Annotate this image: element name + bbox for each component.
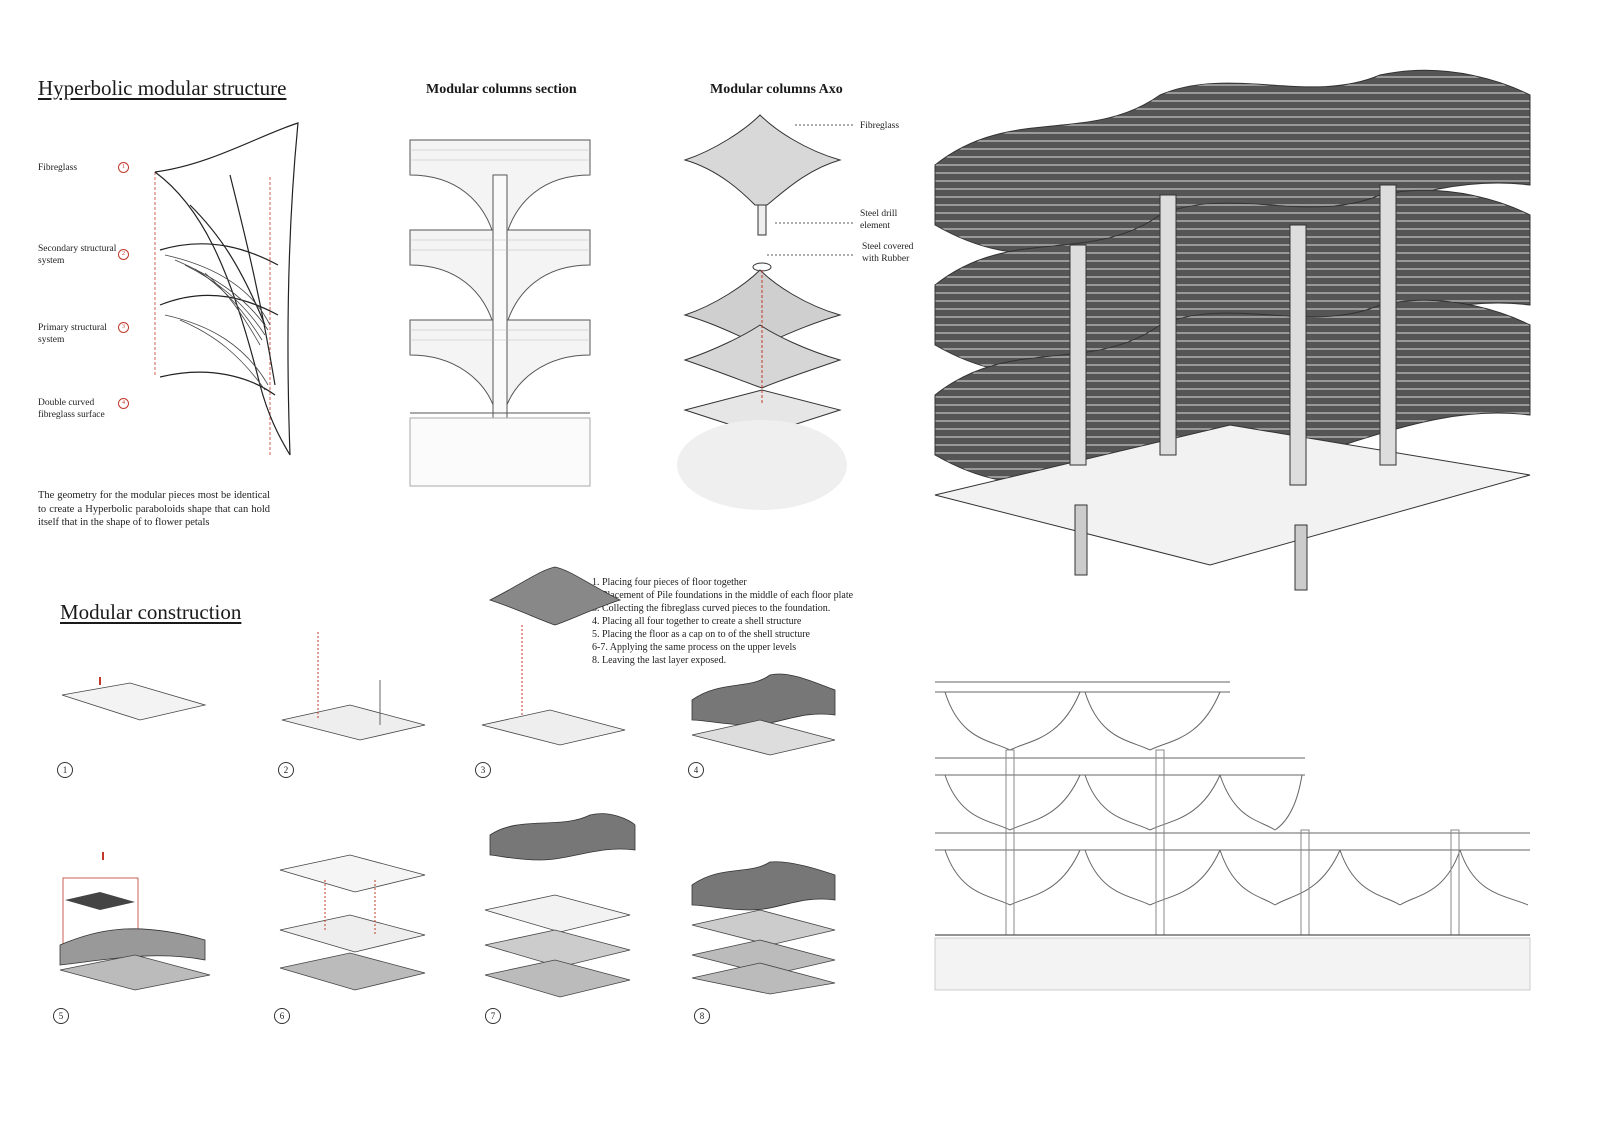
layer-label-double-curved: Double curved fibreglass surface — [38, 398, 105, 420]
construction-step: 8. Leaving the last layer exposed. — [592, 655, 727, 666]
step-8-sketch — [691, 861, 836, 995]
construction-step: 3. Collecting the fibreglass curved piec… — [592, 603, 831, 614]
step-number-6: 6 — [274, 1008, 290, 1024]
step-number-1: 1 — [57, 762, 73, 778]
axo-title: Modular columns Axo — [710, 82, 843, 97]
columns-section-drawing — [409, 139, 591, 487]
hyperbolic-title: Hyperbolic modular structure — [38, 76, 287, 100]
axo-callout-steel-rubber: Steel covered with Rubber — [862, 242, 914, 264]
axo-callout-fibreglass: Fibreglass — [860, 121, 900, 131]
layer-num-2: 2 — [118, 249, 129, 260]
step-1-sketch — [61, 677, 207, 721]
step-4-sketch — [691, 673, 836, 756]
columns-axo-drawing — [677, 114, 855, 510]
construction-step: 5. Placing the floor as a cap on to of t… — [592, 629, 810, 640]
layer-label-fibreglass: Fibreglass — [38, 163, 78, 173]
construction-title: Modular construction — [60, 600, 242, 624]
construction-step: 6-7. Applying the same process on the up… — [592, 642, 797, 653]
step-number-7: 7 — [485, 1008, 501, 1024]
layer-num-1: 1 — [118, 162, 129, 173]
step-number-3: 3 — [475, 762, 491, 778]
step-3-sketch — [481, 566, 626, 746]
step-number-5: 5 — [53, 1008, 69, 1024]
step-6-sketch — [279, 854, 426, 991]
construction-step: 4. Placing all four together to create a… — [592, 616, 802, 627]
construction-steps-list: 1. Placing four pieces of floor together… — [592, 576, 882, 667]
hyperbolic-description: The geometry for the modular pieces most… — [38, 490, 270, 528]
construction-step: 1. Placing four pieces of floor together — [592, 577, 747, 588]
building-section-elevation — [934, 681, 1531, 991]
step-number-2: 2 — [278, 762, 294, 778]
step-number-4: 4 — [688, 762, 704, 778]
axo-callout-steel-drill: Steel drill element — [860, 209, 898, 231]
layer-num-3: 3 — [118, 322, 129, 333]
construction-step: 2. Placement of Pile foundations in the … — [592, 590, 854, 601]
layer-label-secondary: Secondary structural system — [38, 244, 117, 266]
layer-label-primary: Primary structural system — [38, 323, 107, 345]
hyperbolic-petal-drawing — [154, 122, 299, 456]
step-2-sketch — [281, 632, 426, 741]
step-5-sketch — [59, 852, 211, 991]
step-number-8: 8 — [694, 1008, 710, 1024]
step-7-sketch — [484, 813, 636, 998]
section-title: Modular columns section — [426, 82, 577, 97]
stacked-shell-axonometric — [934, 69, 1531, 591]
layer-num-4: 4 — [118, 398, 129, 409]
